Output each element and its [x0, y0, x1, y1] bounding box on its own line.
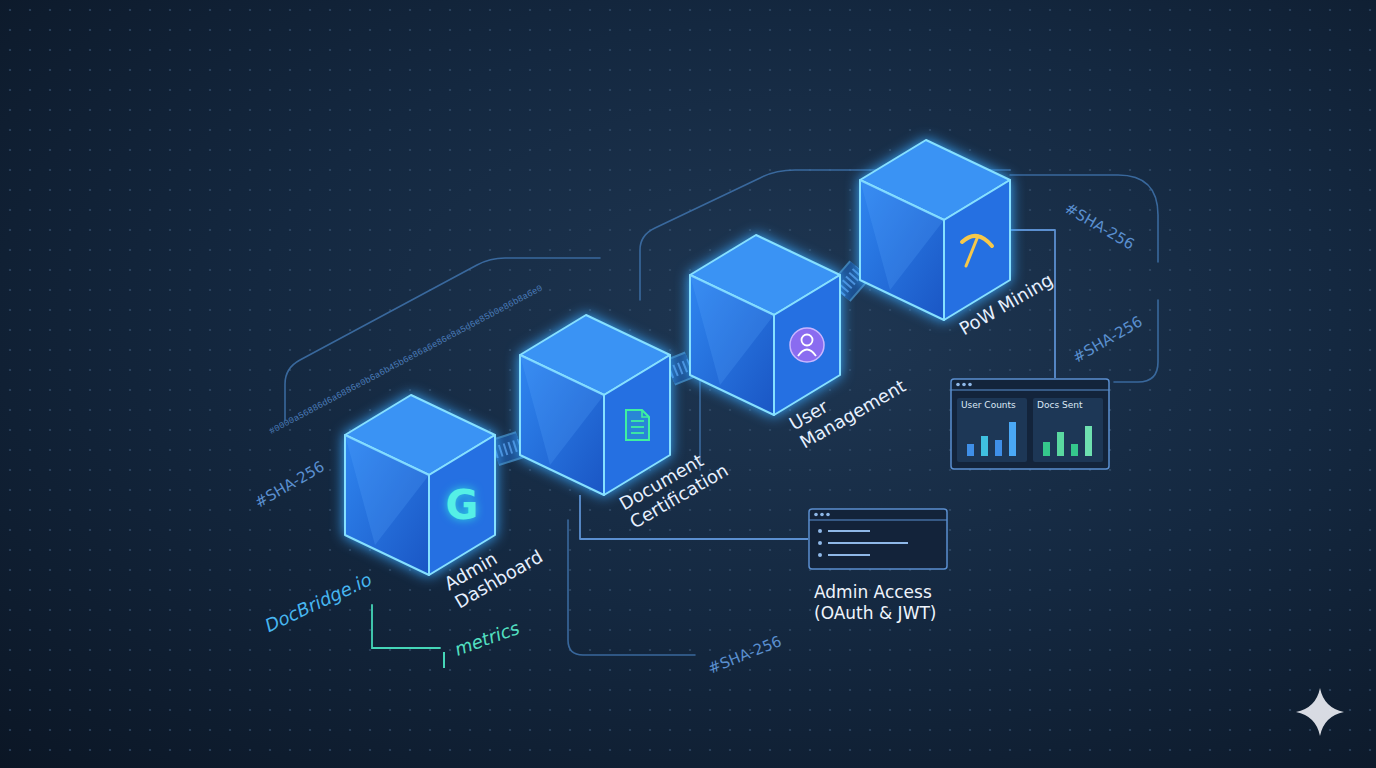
bar: [1085, 426, 1092, 456]
cube-icon: [790, 328, 824, 362]
tube-texture: [495, 445, 520, 453]
cube-left: [520, 355, 604, 495]
window-dot: [968, 383, 972, 387]
circuit-line: [1010, 175, 1158, 262]
metrics-bracket: [372, 605, 440, 648]
connector-line: [580, 495, 808, 539]
cube-left: [690, 275, 774, 415]
user-body: [798, 350, 816, 357]
bar: [1071, 444, 1078, 456]
tube-texture: [840, 270, 860, 293]
window-dot: [956, 383, 960, 387]
chart-title: Docs Sent: [1037, 401, 1101, 411]
chart-bar-line: [951, 390, 1109, 391]
hash-tag: #SHA-256: [1070, 313, 1146, 367]
metrics-tick: [443, 652, 445, 668]
row-dot: [818, 553, 822, 557]
chart-title: User Counts: [961, 401, 1025, 411]
block-cube: [860, 140, 1010, 320]
row-dot: [818, 529, 822, 533]
block-cube-node: Document Certification: [520, 315, 670, 495]
chain-link: [495, 445, 520, 453]
tube-glow: [840, 270, 860, 293]
cube-sheen: [345, 435, 429, 545]
window-panel: [808, 508, 948, 570]
window-bar: [809, 520, 947, 521]
cube-sheen: [520, 355, 604, 465]
chart-panel: [950, 378, 1110, 470]
bar: [981, 436, 988, 456]
document-line: [631, 432, 644, 434]
tube-body: [495, 445, 520, 453]
bar: [967, 444, 974, 456]
metrics-label: metrics: [452, 618, 522, 660]
block-cube-node: User Management: [690, 235, 840, 415]
hash-tag: #SHA-256: [1061, 200, 1137, 254]
connector-path: [580, 495, 808, 539]
document-line: [631, 426, 644, 428]
document-fold: [642, 410, 649, 417]
icon-letter: G: [446, 482, 479, 528]
user-head: [802, 335, 813, 346]
row-dot: [818, 541, 822, 545]
cube-sheen: [690, 275, 774, 385]
panel-caption: Admin Access (OAuth & JWT): [814, 582, 954, 625]
document-line: [631, 420, 644, 422]
block-cube-node: GAdmin Dashboard: [345, 395, 495, 575]
window-dot: [814, 513, 818, 517]
hash-tag: #SHA-256: [252, 458, 328, 512]
pickaxe-handle: [966, 236, 978, 266]
cube-icon: [626, 410, 649, 440]
chart-frame: [951, 379, 1109, 469]
bar: [1057, 432, 1064, 456]
row-line: [828, 542, 908, 544]
row-line: [828, 530, 870, 532]
chart-panel-node: User Counts Docs Sent: [950, 378, 1110, 470]
bar: [1009, 422, 1016, 456]
chain-link: [670, 365, 690, 373]
cube-left: [860, 180, 944, 320]
window-dot: [826, 513, 830, 517]
window-panel-node: Admin Access (OAuth & JWT): [808, 508, 948, 570]
chart-card: [1033, 398, 1103, 462]
row-line: [828, 554, 870, 556]
cube-left: [345, 435, 429, 575]
user-icon: [790, 328, 824, 362]
tube-texture: [670, 365, 690, 373]
bar: [995, 440, 1002, 456]
tube-glow: [670, 365, 690, 373]
circuit-line: [568, 520, 695, 655]
bar: [1043, 442, 1050, 456]
block-cube-node: PoW Mining: [860, 140, 1010, 320]
chain-link: [840, 270, 860, 293]
cube-icon: [962, 236, 992, 266]
chart-card: [957, 398, 1027, 462]
tube-body: [840, 270, 860, 293]
window-dot: [962, 383, 966, 387]
window-frame: [809, 509, 947, 569]
tube-glow: [495, 445, 520, 453]
hash-tag: #SHA-256: [706, 633, 784, 678]
window-dot: [820, 513, 824, 517]
tube-body: [670, 365, 690, 373]
sparkle-watermark: [1296, 688, 1344, 736]
block-cube: [520, 315, 670, 495]
block-cube: [690, 235, 840, 415]
cube-sheen: [860, 180, 944, 290]
brand-label: DocBridge.io: [262, 569, 375, 636]
document-icon: [626, 410, 649, 440]
